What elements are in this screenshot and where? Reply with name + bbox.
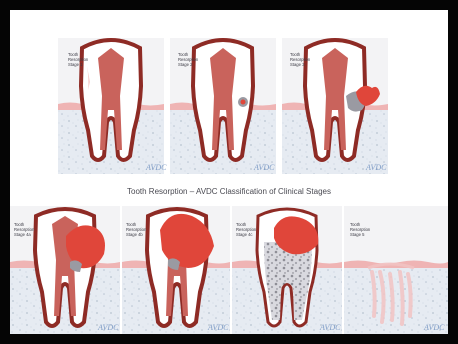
avdc-watermark: AVDC xyxy=(423,323,445,332)
avdc-watermark: AVDC xyxy=(145,163,167,172)
avdc-watermark: AVDC xyxy=(207,323,229,332)
avdc-watermark: AVDC xyxy=(97,323,119,332)
avdc-watermark: AVDC xyxy=(365,163,387,172)
stage-4a-panel xyxy=(10,206,120,334)
stage-4c-panel xyxy=(232,206,342,334)
stages-figure: Tooth Resorption – AVDC Classification o… xyxy=(10,10,448,334)
avdc-watermark: AVDC xyxy=(319,323,341,332)
avdc-watermark: AVDC xyxy=(253,163,275,172)
stage-4b-panel xyxy=(122,206,230,334)
figure-caption: Tooth Resorption – AVDC Classification o… xyxy=(127,187,331,196)
diagram-canvas: Tooth Resorption – AVDC Classification o… xyxy=(10,10,448,334)
